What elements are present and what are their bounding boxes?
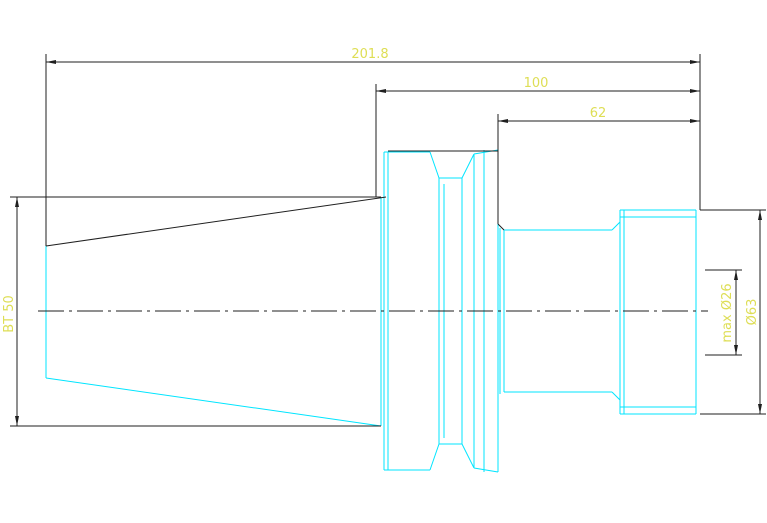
dim-overall-text: 201.8 bbox=[351, 47, 388, 62]
dim-62-text: 62 bbox=[590, 106, 607, 121]
taper-bottom-edge bbox=[45, 377, 382, 427]
dim-100-text: 100 bbox=[524, 76, 549, 91]
dim-bt50-text: BT 50 bbox=[2, 295, 17, 333]
dim-bore-text: max Ø26 bbox=[720, 283, 735, 342]
taper-top-edge bbox=[45, 196, 387, 247]
dark-outline bbox=[38, 150, 708, 312]
dim-od-text: Ø63 bbox=[745, 299, 760, 326]
dimensions bbox=[10, 54, 766, 427]
nose-end bbox=[619, 209, 697, 415]
